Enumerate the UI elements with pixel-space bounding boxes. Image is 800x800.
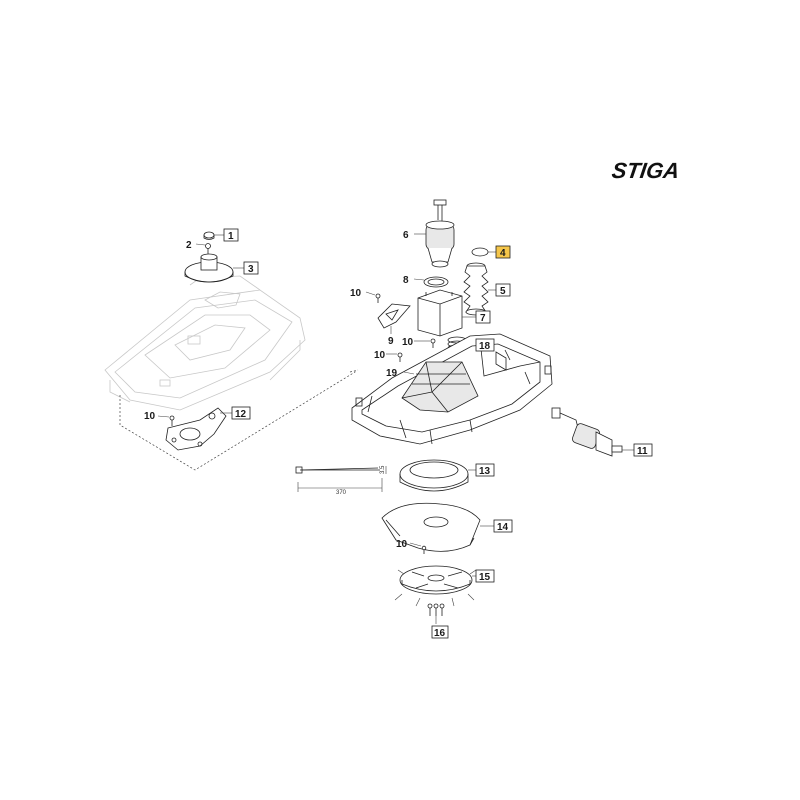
callout-8: 8 xyxy=(403,275,409,286)
callout-11: 11 xyxy=(637,446,648,457)
part-15-blade-disc xyxy=(394,565,477,607)
relation-dashed-lines xyxy=(119,370,356,471)
callout-9: 9 xyxy=(388,336,394,347)
dimension-side-mark: 3.5 xyxy=(380,465,386,474)
mower-body-outline xyxy=(104,275,306,411)
callout-19: 19 xyxy=(386,368,398,379)
callout-10-top: 10 xyxy=(350,288,362,299)
part-3-knob-base xyxy=(184,253,244,283)
callout-15: 15 xyxy=(479,572,491,583)
callout-13: 13 xyxy=(479,466,491,477)
cable-tie xyxy=(295,466,387,492)
part-4-oring xyxy=(471,247,496,257)
part-11-height-motor xyxy=(551,407,634,457)
dimension-length: 370 xyxy=(336,490,347,496)
callout-4-highlight xyxy=(495,245,511,259)
part-12-flange xyxy=(157,407,232,451)
callout-14: 14 xyxy=(497,522,509,533)
callout-10-flange: 10 xyxy=(144,411,156,422)
part-7-cover xyxy=(417,289,476,337)
callouts: 1 2 3 4 5 6 7 8 9 10 10 10 10 1 xyxy=(144,228,653,639)
part-19-motor-mount xyxy=(401,361,479,413)
callout-6: 6 xyxy=(403,230,409,241)
callout-1: 1 xyxy=(228,231,234,242)
part-5-bellows xyxy=(463,262,496,316)
callout-16: 16 xyxy=(434,628,446,639)
part-10-screw-mid xyxy=(414,338,436,348)
callout-10-left: 10 xyxy=(374,350,386,361)
callout-7: 7 xyxy=(480,313,486,324)
callout-12: 12 xyxy=(235,409,247,420)
part-8-ring xyxy=(413,276,449,288)
part-14-cover-plate xyxy=(381,502,494,554)
callout-3: 3 xyxy=(248,264,254,275)
part-2-screw xyxy=(195,243,211,254)
callout-18: 18 xyxy=(479,341,491,352)
part-6-motor xyxy=(414,199,455,268)
part-13-guard-ring xyxy=(399,459,476,492)
callout-10-plate: 10 xyxy=(396,539,408,550)
part-10-screw-left xyxy=(386,352,403,362)
callout-10-spring: 10 xyxy=(402,337,414,348)
part-9-bracket xyxy=(365,291,411,334)
part-16-blade-screws xyxy=(427,603,445,624)
callout-2: 2 xyxy=(186,240,192,251)
part-1-cap xyxy=(203,231,224,240)
callout-4: 4 xyxy=(500,248,506,259)
callout-5: 5 xyxy=(500,286,506,297)
